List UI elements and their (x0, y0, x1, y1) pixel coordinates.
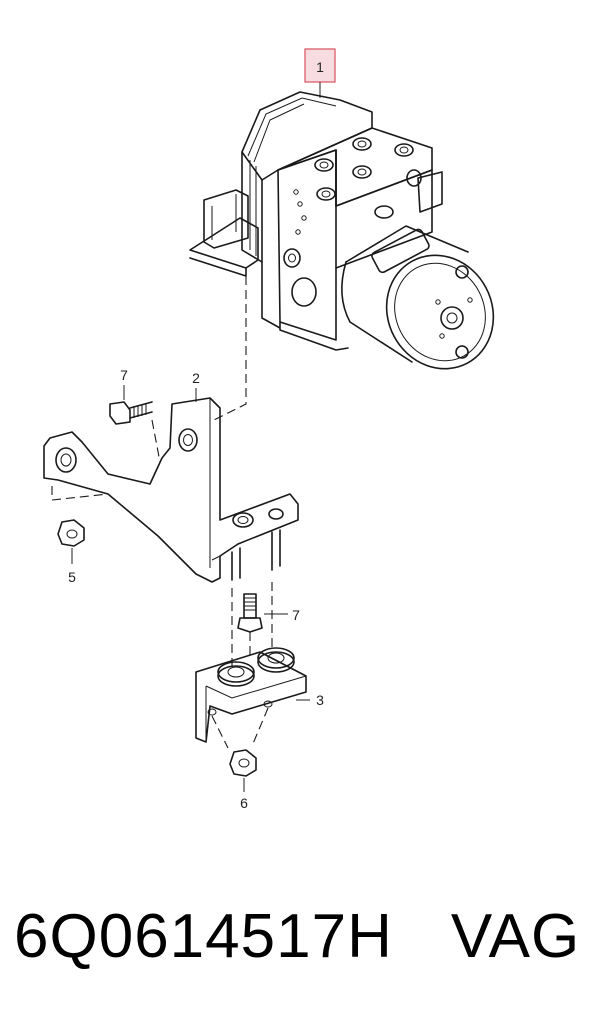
callout-7-top-label: 7 (120, 367, 128, 383)
callout-5[interactable]: 5 (68, 569, 76, 585)
callout-7-top[interactable]: 7 (120, 367, 128, 400)
callout-7-middle[interactable]: 7 (292, 607, 300, 623)
part-number: 6Q0614517H (14, 902, 393, 971)
brand-label: VAG (450, 902, 581, 971)
callout-2-label: 2 (192, 370, 200, 386)
bolt-7-middle (237, 593, 288, 633)
parts-exploded-diagram: 1 (43, 48, 495, 811)
callout-7-middle-label: 7 (292, 607, 300, 623)
callout-1[interactable]: 1 (304, 48, 336, 98)
callout-3-label: 3 (316, 692, 324, 708)
callout-3[interactable]: 3 (316, 692, 324, 708)
bolt-7-top (109, 401, 161, 463)
nut-5 (57, 519, 85, 564)
part-caption: 6Q0614517H VAG (14, 892, 594, 982)
bracket-3 (195, 647, 310, 743)
alignment-line-3 (231, 582, 273, 672)
bracket-2 (43, 397, 299, 583)
abs-hydraulic-unit (189, 91, 495, 370)
callout-1-label: 1 (316, 59, 324, 75)
callout-6-label: 6 (240, 795, 248, 811)
callout-2[interactable]: 2 (192, 370, 200, 402)
callout-5-label: 5 (68, 569, 76, 585)
callout-6[interactable]: 6 (240, 795, 248, 811)
alignment-line-1 (213, 276, 247, 421)
alignment-line-5 (51, 486, 109, 501)
nut-6 (229, 749, 257, 792)
alignment-line-6 (211, 707, 269, 749)
